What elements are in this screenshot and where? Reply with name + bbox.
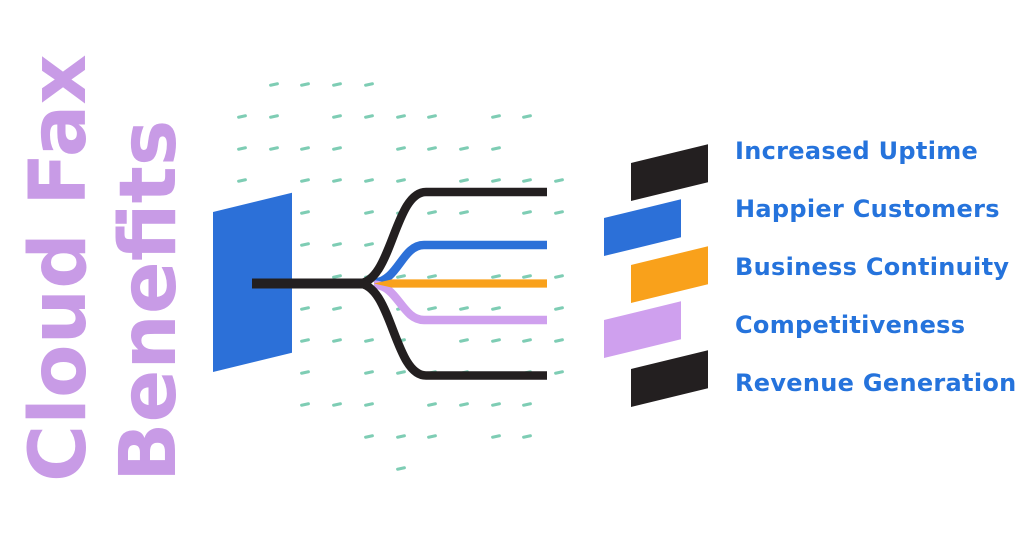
branch-line-business-continuity <box>374 279 547 288</box>
page-title: Cloud Fax Benefits <box>14 54 194 482</box>
branch-line-competitiveness <box>373 280 547 325</box>
branch-line-increased-uptime <box>357 187 547 288</box>
benefit-label: Revenue Generation <box>735 369 1017 397</box>
benefit-label: Competitiveness <box>735 311 966 339</box>
benefit-label: Business Continuity <box>735 253 1010 281</box>
page-title-line-2: Benefits <box>104 119 194 482</box>
branch-line-happier-customers <box>373 240 547 287</box>
benefit-label: Happier Customers <box>735 195 1000 223</box>
page-title-line-1: Cloud Fax <box>14 54 104 482</box>
benefit-label: Increased Uptime <box>735 137 979 165</box>
branch-line-revenue-generation <box>357 279 547 380</box>
